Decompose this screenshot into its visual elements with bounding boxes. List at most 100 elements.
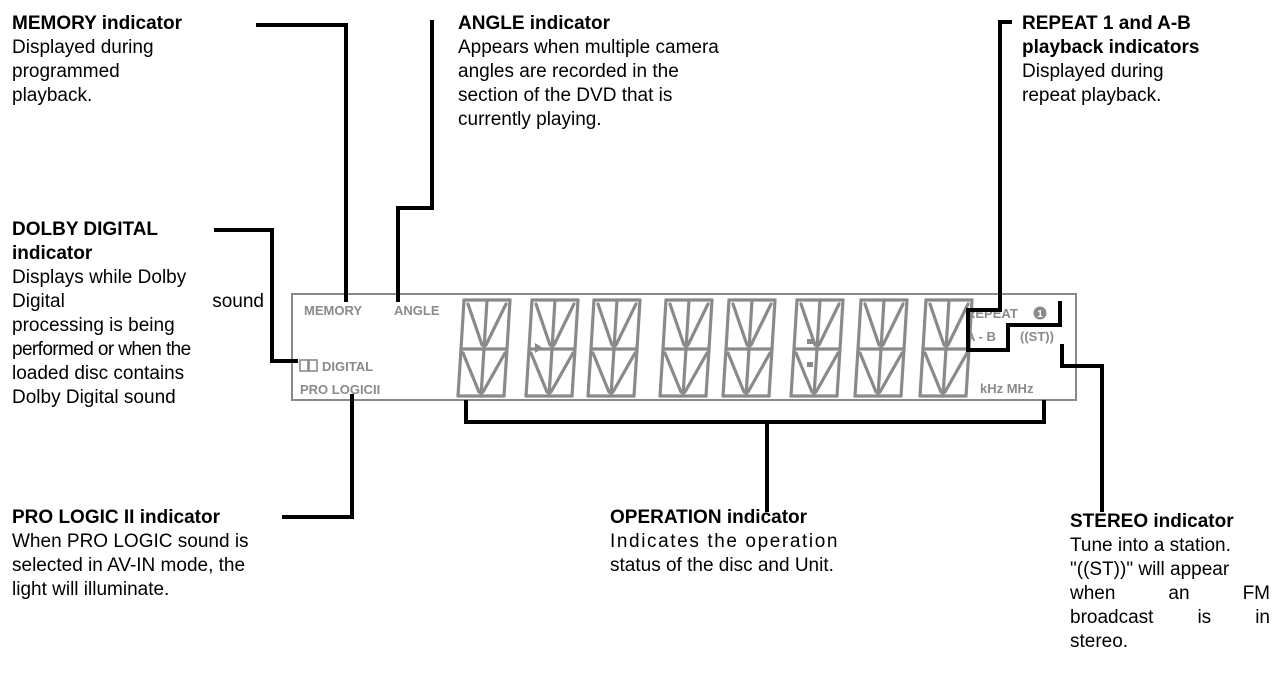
prologic-desc-line: selected in AV-IN mode, the xyxy=(12,555,246,576)
angle-leader-line xyxy=(396,20,434,302)
stereo-desc-line: stereo. xyxy=(1070,631,1129,652)
lcd-prologic-label: PRO LOGIC xyxy=(300,382,374,397)
segment-stroke xyxy=(744,347,751,398)
segment-stroke xyxy=(609,347,616,398)
angle-desc-line: currently playing. xyxy=(458,109,602,130)
dolby-desc-word: sound xyxy=(212,291,264,312)
segment-stroke xyxy=(770,298,777,351)
prologic-title: PRO LOGIC II indicator xyxy=(12,507,220,528)
dolby-desc-line: loaded disc contains xyxy=(12,363,185,384)
segment-stroke xyxy=(881,302,905,347)
segment-stroke xyxy=(589,298,596,351)
segment-stroke xyxy=(681,347,688,398)
segment-stroke xyxy=(527,298,534,351)
dolby-title: DOLBY DIGITAL xyxy=(12,219,159,240)
segment-stroke xyxy=(853,347,860,398)
dolby-leader-line xyxy=(214,228,298,363)
segment-stroke xyxy=(529,351,549,394)
segment-stroke xyxy=(921,298,928,351)
prologic-leader-line xyxy=(282,394,354,519)
colon-separators xyxy=(807,339,813,367)
repeat-title: REPEAT 1 and A-B xyxy=(1022,13,1191,34)
angle-desc-line: section of the DVD that is xyxy=(458,85,673,106)
dolby-desc-line: Displays while Dolby xyxy=(12,267,187,288)
dolby-logo-icon xyxy=(299,359,318,372)
memory-desc-line: programmed xyxy=(12,61,120,82)
segment-digits xyxy=(456,298,974,398)
repeat-desc-line: Displayed during xyxy=(1022,61,1164,82)
stereo-desc-line: when an FM xyxy=(1070,582,1270,606)
segment-stroke xyxy=(789,347,796,398)
lcd-digital-label: DIGITAL xyxy=(322,359,373,374)
stereo-desc-word: broadcast xyxy=(1070,607,1154,628)
angle-title: ANGLE indicator xyxy=(458,13,611,34)
operation-bracket-line xyxy=(464,400,1046,424)
segment-stroke xyxy=(707,298,714,351)
segment-stroke xyxy=(946,302,970,347)
stereo-desc-word: an xyxy=(1168,583,1190,604)
segment-stroke xyxy=(686,302,710,347)
segment-stroke xyxy=(658,347,665,398)
angle-desc-line: angles are recorded in the xyxy=(458,61,679,82)
segment-stroke xyxy=(731,302,749,347)
segment-stroke xyxy=(794,351,814,394)
dolby-callout: DOLBY DIGITAL indicator Displays while D… xyxy=(12,218,264,410)
segment-stroke xyxy=(479,347,486,398)
segment-stroke xyxy=(612,298,619,351)
segment-stroke xyxy=(547,347,554,398)
segment-stroke xyxy=(683,351,709,394)
segment-stroke xyxy=(502,347,509,398)
memory-desc-line: playback. xyxy=(12,85,93,106)
segment-stroke xyxy=(876,347,883,398)
dolby-desc-word: Digital xyxy=(12,291,65,312)
segment-stroke xyxy=(817,302,841,347)
lcd-prologic-numeral: II xyxy=(373,382,380,397)
repeat-desc-line: repeat playback. xyxy=(1022,85,1162,106)
segment-stroke xyxy=(591,351,611,394)
segment-stroke xyxy=(632,347,639,398)
segment-stroke xyxy=(549,351,575,394)
segment-stroke xyxy=(534,302,552,347)
stereo-desc-word: is xyxy=(1197,607,1212,628)
segment-stroke xyxy=(928,302,946,347)
segment-stroke xyxy=(724,298,731,351)
segment-stroke xyxy=(466,302,484,347)
repeat-leader-line xyxy=(966,20,1062,352)
segment-stroke xyxy=(482,298,489,351)
segment-stroke xyxy=(456,347,463,398)
segment-stroke xyxy=(481,351,507,394)
segment-stroke xyxy=(684,298,691,351)
stereo-leader-line xyxy=(1060,344,1104,512)
segment-stroke xyxy=(704,347,711,398)
segment-stroke xyxy=(661,298,668,351)
segment-stroke xyxy=(879,298,886,351)
dolby-desc-line: Digital sound xyxy=(12,290,264,314)
lcd-stereo-label: ((ST)) xyxy=(1020,329,1054,344)
segment-stroke xyxy=(835,347,842,398)
prologic-desc-line: light will illuminate. xyxy=(12,579,170,600)
segment-stroke xyxy=(902,298,909,351)
segment-stroke xyxy=(570,347,577,398)
repeat-one-icon xyxy=(1033,306,1047,320)
segment-stroke xyxy=(943,351,969,394)
stereo-desc-line: broadcast is in xyxy=(1070,606,1270,630)
segment-stroke xyxy=(799,302,817,347)
repeat-callout: REPEAT 1 and A-B playback indicators Dis… xyxy=(1022,12,1272,108)
segment-stroke xyxy=(611,351,637,394)
stereo-desc-line: Tune into a station. xyxy=(1070,535,1231,556)
segment-stroke xyxy=(899,347,906,398)
segment-stroke xyxy=(863,302,881,347)
segment-stroke xyxy=(573,298,580,351)
stereo-callout: STEREO indicator Tune into a station. "(… xyxy=(1070,510,1270,654)
dolby-title: indicator xyxy=(12,243,93,264)
segment-stroke xyxy=(721,347,728,398)
lcd-memory-label: MEMORY xyxy=(304,303,362,318)
segment-stroke xyxy=(552,302,576,347)
play-indicator-icon xyxy=(535,343,543,353)
lcd-ab-label: A - B xyxy=(966,329,996,344)
stereo-desc-word: FM xyxy=(1242,583,1270,604)
segment-stroke xyxy=(461,351,481,394)
stereo-desc-line: "((ST))" will appear xyxy=(1070,559,1230,580)
dolby-desc-line: Dolby Digital sound xyxy=(12,387,176,408)
segment-stroke xyxy=(856,298,863,351)
